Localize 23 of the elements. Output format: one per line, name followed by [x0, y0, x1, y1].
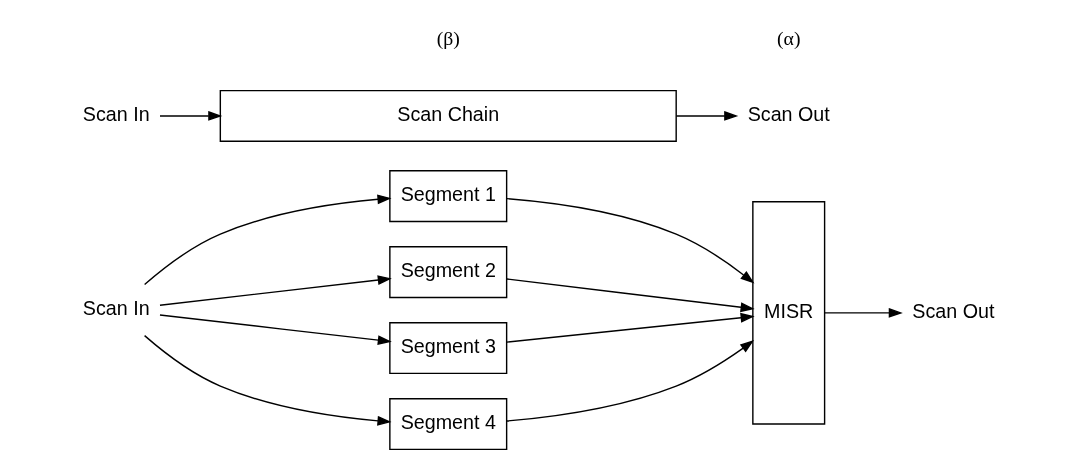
- label: (β): [436, 26, 460, 49]
- node-box: Scan Chain: [219, 89, 677, 142]
- node-text: Scan Out: [911, 299, 994, 322]
- node-box: Segment 4: [388, 397, 507, 450]
- arrow: [158, 274, 392, 306]
- node-text: Scan In: [82, 296, 150, 319]
- node-box: Segment 1: [388, 169, 507, 222]
- arrow: [143, 193, 392, 285]
- node-box: MISR: [751, 200, 825, 425]
- node-text: Scan Out: [747, 102, 830, 125]
- arrow: [505, 197, 754, 283]
- arrow: [505, 312, 755, 343]
- node-box: Segment 2: [388, 245, 507, 298]
- node-box: Segment 3: [388, 321, 507, 374]
- arrow: [675, 110, 738, 121]
- arrow: [158, 313, 392, 345]
- node-text: Scan In: [82, 102, 150, 125]
- label: (α): [776, 26, 800, 49]
- arrow: [505, 339, 754, 422]
- arrow: [143, 334, 392, 426]
- arrow: [823, 307, 903, 318]
- arrow: [505, 277, 755, 312]
- arrow: [158, 110, 222, 121]
